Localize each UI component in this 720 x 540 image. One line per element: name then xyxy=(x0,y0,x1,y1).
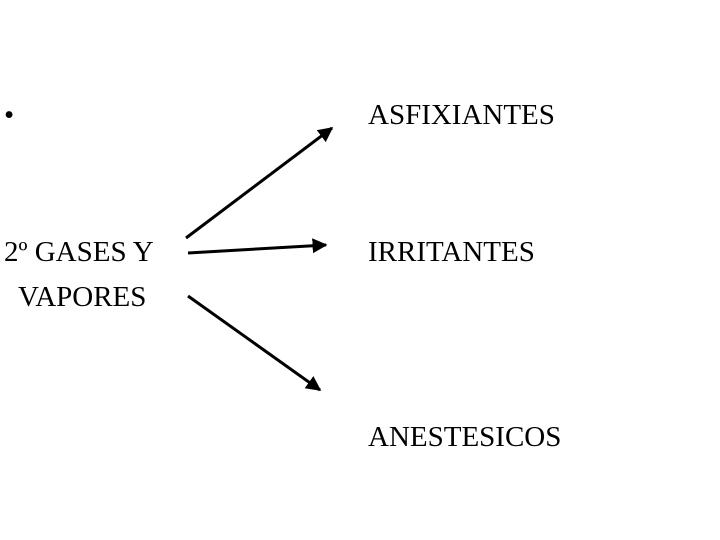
target-irritantes: IRRITANTES xyxy=(368,236,535,268)
bullet-marker: • xyxy=(4,99,15,131)
target-anestesicos: ANESTESICOS xyxy=(368,421,562,453)
arrow-to-anestesicos xyxy=(187,294,322,392)
arrow-to-asfixiantes xyxy=(185,126,334,240)
target-asfixiantes: ASFIXIANTES xyxy=(368,99,555,131)
source-label-line1: 2º GASES Y xyxy=(4,236,154,268)
arrow-to-irritantes xyxy=(187,238,328,255)
source-label-line2: VAPORES xyxy=(18,281,147,313)
